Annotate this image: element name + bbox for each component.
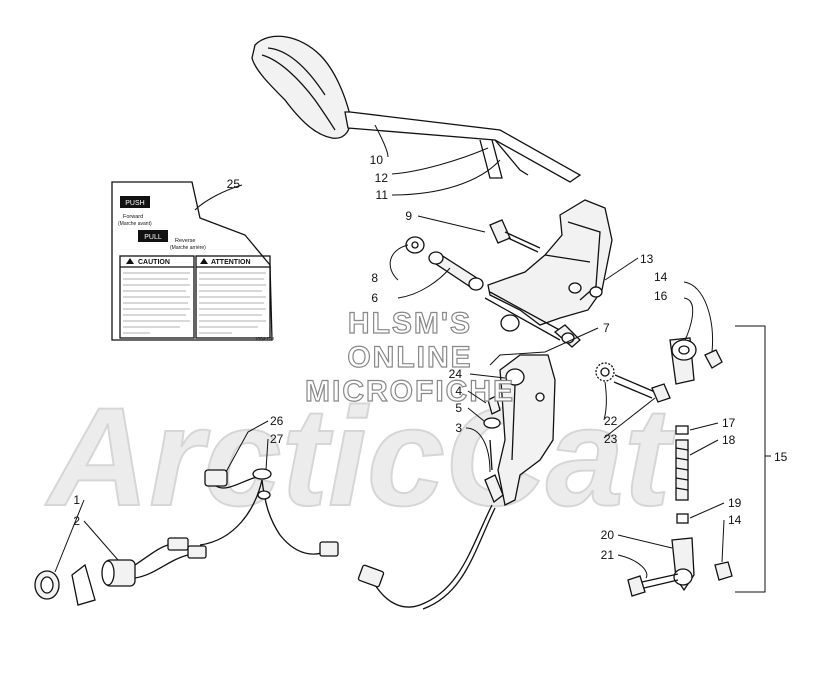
callout-27: 27 (270, 432, 284, 446)
callout-3: 3 (455, 421, 462, 435)
callout-4: 4 (455, 384, 462, 398)
decal-pull-label: PULL (144, 234, 162, 241)
callout-20: 20 (601, 528, 615, 542)
callout-16: 16 (654, 289, 668, 303)
callout-5: 5 (455, 401, 462, 415)
callout-19: 19 (728, 496, 742, 510)
wiring-harness (167, 468, 339, 559)
decal-caution-title: CAUTION (138, 259, 170, 266)
switch-assembly (34, 544, 189, 606)
callout-15: 15 (774, 450, 788, 464)
decal-part-code: 1004-238 (255, 336, 275, 341)
cable-end (484, 439, 504, 504)
leader-lines (54, 124, 725, 579)
callout-7: 7 (603, 321, 610, 335)
washer-8 (405, 236, 425, 254)
linkage-rod (627, 337, 733, 597)
callout-10: 10 (370, 153, 384, 167)
shift-bracket (487, 199, 613, 326)
bolt-9 (489, 219, 541, 253)
lock-washer-22 (595, 362, 615, 382)
decal-reverse-text: Reverse (175, 238, 195, 244)
decal-reverse-sub: (Marche arrière) (170, 245, 206, 251)
callout-9: 9 (405, 209, 412, 223)
brand-watermark: ArcticCat (45, 378, 676, 535)
warning-decal: PUSH Forward (Marche avant) PULL Reverse… (111, 181, 275, 341)
callout-13: 13 (640, 252, 654, 266)
pivot-shaft (484, 291, 581, 348)
watermark-line-2: ONLINE (347, 341, 472, 374)
watermark-line-1: HLSM'S (348, 307, 472, 340)
callout-14-lower: 14 (728, 513, 742, 527)
callout-23: 23 (604, 432, 618, 446)
callout-12: 12 (375, 171, 389, 185)
reverse-handle (251, 35, 582, 183)
callout-26: 26 (270, 414, 284, 428)
callout-6: 6 (371, 291, 378, 305)
watermark-line-3: MICROFICHE (305, 375, 515, 408)
decal-forward-text: Forward (123, 214, 143, 220)
group-bracket-15 (735, 325, 771, 593)
callout-24: 24 (449, 367, 463, 381)
callout-17: 17 (722, 416, 736, 430)
cable-connector (357, 564, 385, 588)
cable-bracket (497, 354, 556, 506)
callout-1: 1 (73, 493, 80, 507)
callout-25: 25 (227, 177, 241, 191)
decal-push-label: PUSH (125, 200, 144, 207)
bolt-23 (613, 374, 671, 403)
bolt-4 (483, 395, 501, 429)
callout-8: 8 (371, 271, 378, 285)
callout-11: 11 (376, 188, 389, 202)
bushing-6 (428, 251, 484, 291)
callout-21: 21 (601, 548, 615, 562)
decal-attention-title: ATTENTION (211, 259, 251, 266)
callout-22: 22 (604, 414, 618, 428)
decal-forward-sub: (Marche avant) (118, 221, 152, 227)
callout-numbers: 10 12 11 9 25 8 6 7 13 14 16 24 4 5 3 22… (73, 153, 787, 562)
callout-2: 2 (73, 514, 80, 528)
shift-cable (374, 504, 493, 608)
callout-18: 18 (722, 433, 736, 447)
callout-14-upper: 14 (654, 270, 668, 284)
